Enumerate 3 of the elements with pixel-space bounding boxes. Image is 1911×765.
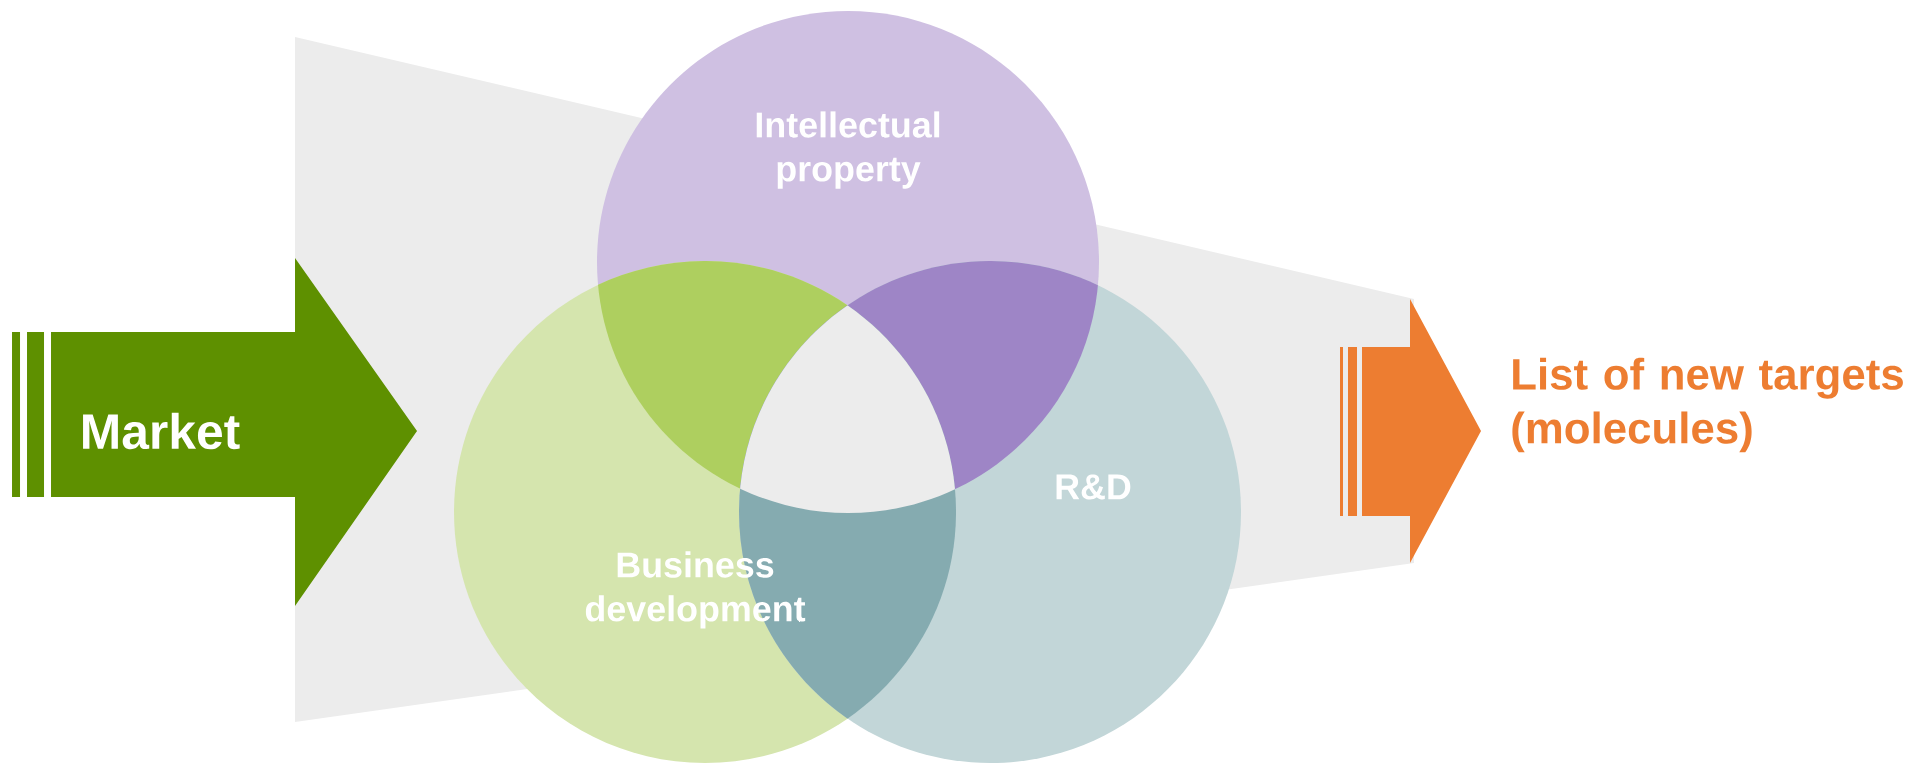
circle-label: Intellectual property — [756, 111, 940, 189]
circle-label: R&D — [1056, 474, 1131, 500]
output-label: List of new targets (molecules) — [1512, 357, 1903, 453]
